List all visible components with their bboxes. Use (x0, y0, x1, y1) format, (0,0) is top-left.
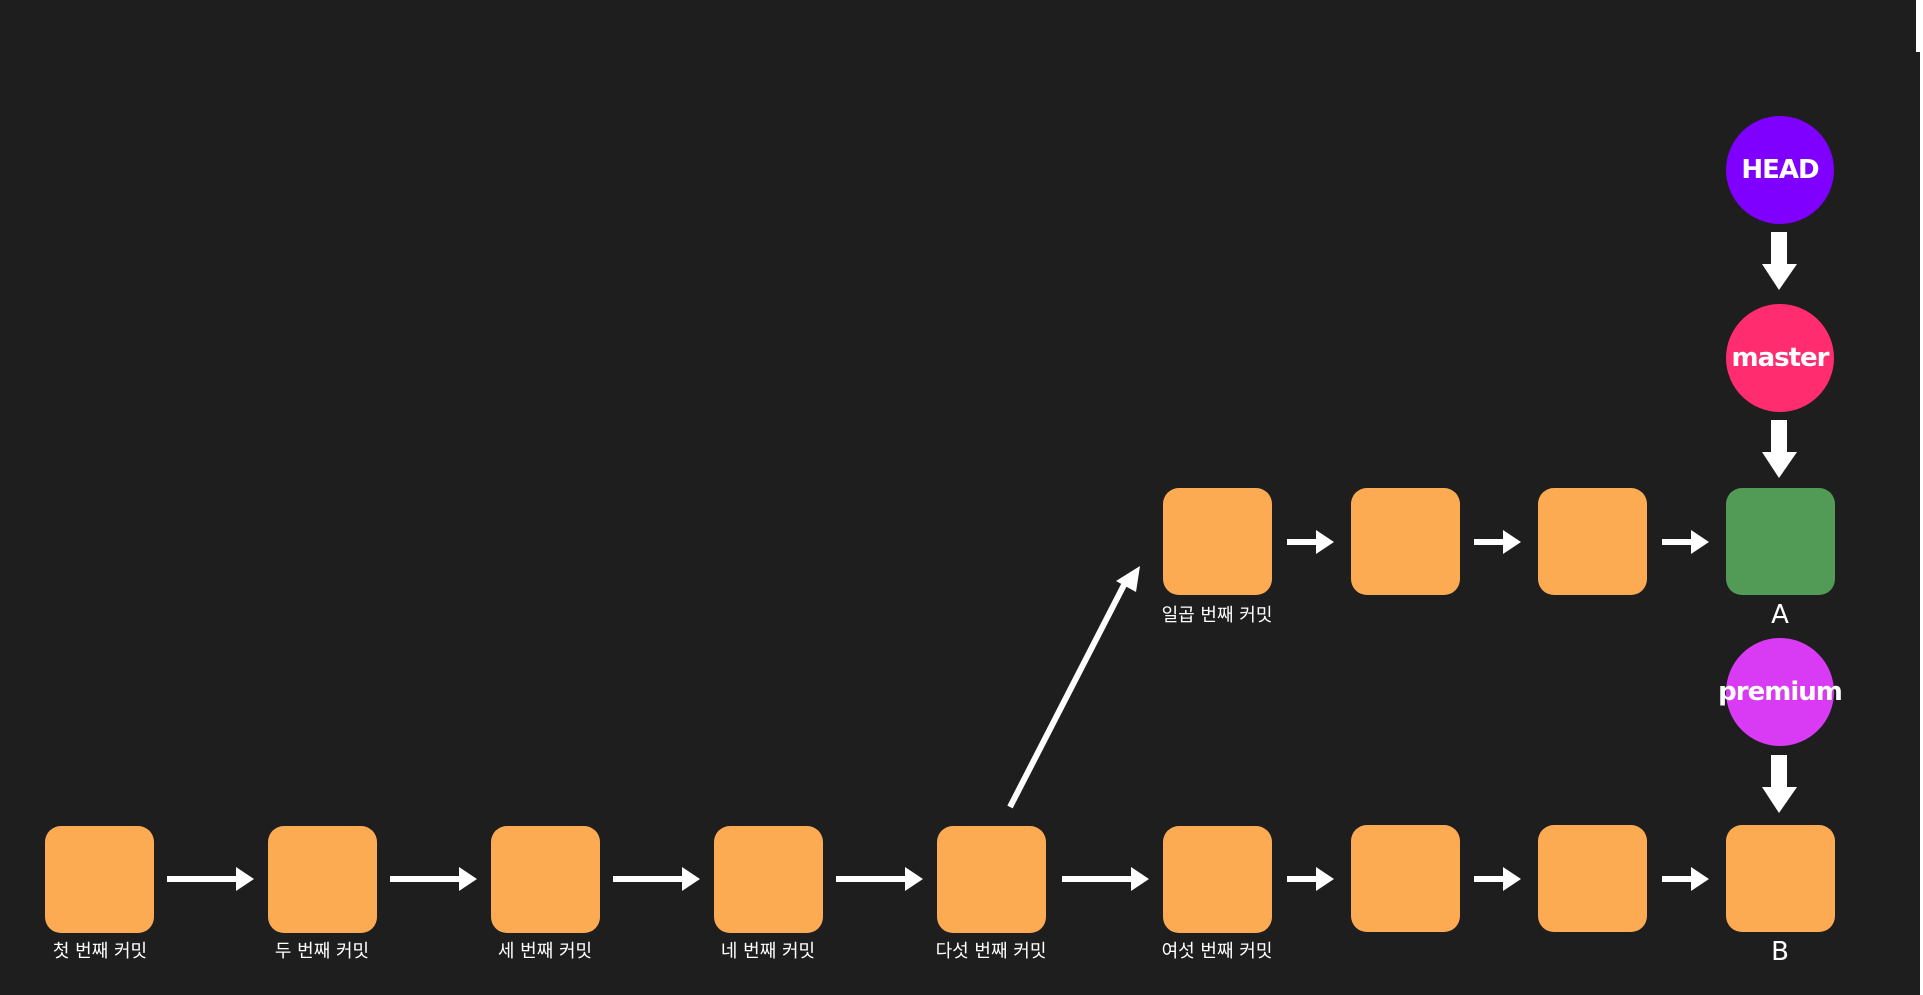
arrow-2-3 (390, 867, 477, 891)
arrow-4-5 (836, 867, 923, 891)
commit-7 (1163, 488, 1272, 595)
arrow-b2-b (1662, 867, 1709, 891)
commit-b2 (1538, 825, 1647, 932)
premium-branch-pointer: premium (1718, 638, 1843, 746)
commit-1 (45, 826, 154, 933)
commit-label-seventh: 일곱 번째 커밋 (1161, 605, 1273, 626)
arrow-3-4 (613, 867, 700, 891)
commit-label-fifth: 다섯 번째 커밋 (935, 941, 1047, 962)
commit-label-sixth: 여섯 번째 커밋 (1161, 941, 1273, 962)
commit-b1 (1351, 825, 1460, 932)
commit-6 (1163, 826, 1272, 933)
commit-5 (937, 826, 1046, 933)
commit-label-second: 두 번째 커밋 (274, 941, 370, 962)
commit-a (1726, 488, 1835, 595)
master-branch-pointer: master (1726, 304, 1834, 412)
arrow-head-master (1762, 232, 1797, 290)
commit-a2 (1538, 488, 1647, 595)
commit-3 (491, 826, 600, 933)
commit-b (1726, 825, 1835, 932)
right-edge-bar (1920, 0, 1923, 995)
arrow-a2-a (1662, 530, 1709, 554)
arrow-1-2 (167, 867, 254, 891)
arrow-5-6 (1062, 867, 1149, 891)
commit-label-third: 세 번째 커밋 (497, 941, 593, 962)
commit-label-fourth: 네 번째 커밋 (720, 941, 816, 962)
commit-2 (268, 826, 377, 933)
commit-4 (714, 826, 823, 933)
branch-letter-a: A (1771, 600, 1789, 630)
arrow-premium-b (1762, 755, 1797, 813)
arrow-master-a (1762, 420, 1797, 478)
arrow-6-b1 (1287, 867, 1334, 891)
arrow-7-a1 (1287, 530, 1334, 554)
arrow-5-7-branch (1007, 566, 1140, 809)
branch-letter-b: B (1771, 937, 1789, 967)
right-edge-tab (1916, 0, 1920, 52)
commit-a1 (1351, 488, 1460, 595)
head-pointer: HEAD (1726, 116, 1834, 224)
arrow-b1-b2 (1474, 867, 1521, 891)
commit-label-first: 첫 번째 커밋 (52, 941, 148, 962)
arrow-a1-a2 (1474, 530, 1521, 554)
